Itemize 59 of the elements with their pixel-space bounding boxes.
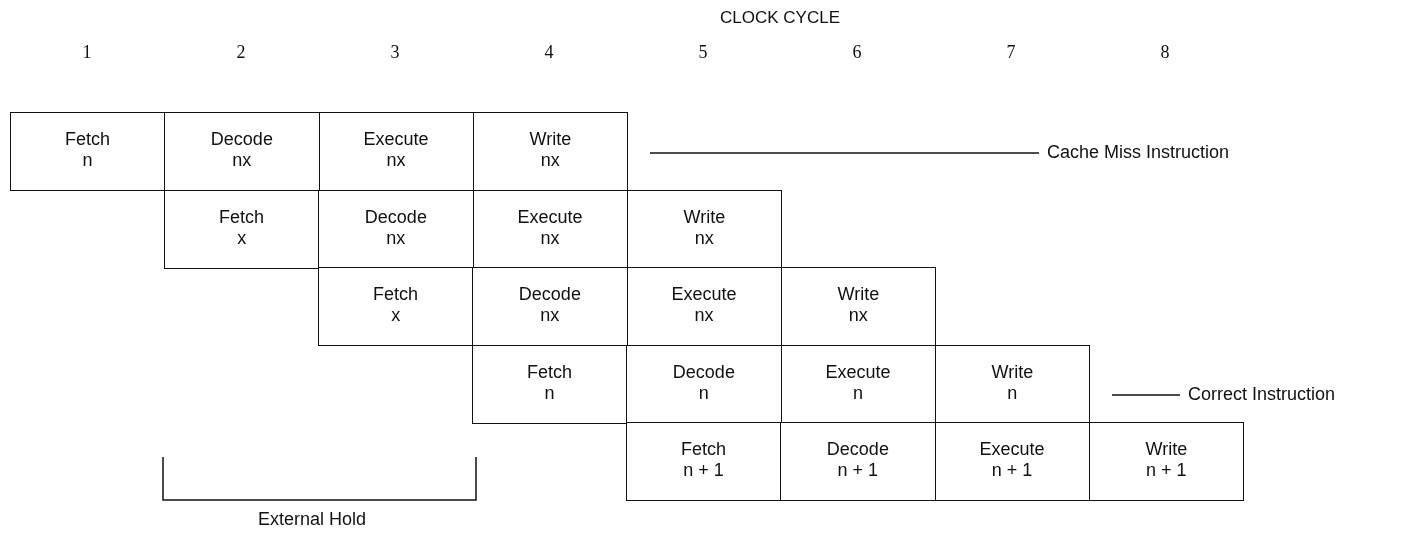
- leader-line: [1111, 394, 1181, 396]
- stage-name: Execute: [825, 361, 891, 383]
- instruction-label: nx: [848, 305, 868, 326]
- cycle-number: 6: [851, 42, 863, 63]
- cycle-number: 3: [389, 42, 401, 63]
- stage-name: Execute: [363, 129, 429, 150]
- stage-name: Write: [1145, 439, 1188, 460]
- stage-name: Fetch: [65, 129, 111, 150]
- instruction-label: nx: [386, 150, 406, 171]
- cycle-number: 5: [697, 42, 709, 63]
- chart-title: CLOCK CYCLE: [719, 8, 841, 28]
- cycle-number: 1: [81, 42, 93, 63]
- cycle-number: 4: [543, 42, 555, 63]
- instruction-label: nx: [540, 227, 560, 249]
- stage-name: Execute: [979, 439, 1045, 460]
- stage-name: Decode: [826, 439, 889, 460]
- instruction-label: n: [1007, 382, 1018, 404]
- stage-name: Fetch: [373, 284, 419, 305]
- stage-name: Write: [529, 129, 572, 150]
- cycle-number: 7: [1005, 42, 1017, 63]
- stage-name: Fetch: [681, 439, 727, 460]
- instruction-label: n: [544, 382, 555, 404]
- pipeline-row: [626, 422, 1244, 501]
- instruction-label: nx: [232, 150, 252, 171]
- instruction-label: x: [391, 305, 401, 326]
- instruction-label: n + 1: [837, 460, 879, 481]
- leader-line: [649, 152, 1040, 154]
- instruction-label: nx: [694, 227, 714, 249]
- pipeline-row: [164, 189, 782, 269]
- instruction-label: nx: [540, 150, 560, 171]
- instruction-label: nx: [386, 227, 406, 249]
- cycle-number: 8: [1159, 42, 1171, 63]
- pipeline-row: [318, 267, 936, 346]
- cycle-number: 2: [235, 42, 247, 63]
- stage-name: Write: [683, 206, 726, 228]
- stage-name: Execute: [517, 206, 583, 228]
- instruction-label: n + 1: [683, 460, 724, 481]
- stage-name: Execute: [671, 284, 737, 305]
- bracket-label: External Hold: [258, 509, 367, 530]
- stage-name: Decode: [210, 129, 273, 150]
- stage-name: Write: [991, 361, 1034, 383]
- instruction-label: n: [853, 382, 864, 404]
- stage-name: Decode: [672, 361, 735, 383]
- stage-name: Decode: [364, 206, 427, 228]
- pipeline-row: [472, 344, 1090, 424]
- instruction-label: x: [237, 227, 247, 249]
- stage-name: Decode: [518, 284, 581, 305]
- instruction-label: n + 1: [1146, 460, 1187, 481]
- instruction-label: nx: [540, 305, 560, 326]
- instruction-label: nx: [694, 305, 714, 326]
- pipeline-row: [10, 112, 628, 191]
- instruction-label: n + 1: [991, 460, 1033, 481]
- instruction-type-label: Correct Instruction: [1188, 384, 1336, 405]
- stage-name: Fetch: [219, 206, 265, 228]
- instruction-label: n: [82, 150, 93, 171]
- instruction-label: n: [698, 382, 709, 404]
- stage-name: Fetch: [527, 361, 573, 383]
- instruction-type-label: Cache Miss Instruction: [1047, 142, 1230, 163]
- stage-name: Write: [837, 284, 880, 305]
